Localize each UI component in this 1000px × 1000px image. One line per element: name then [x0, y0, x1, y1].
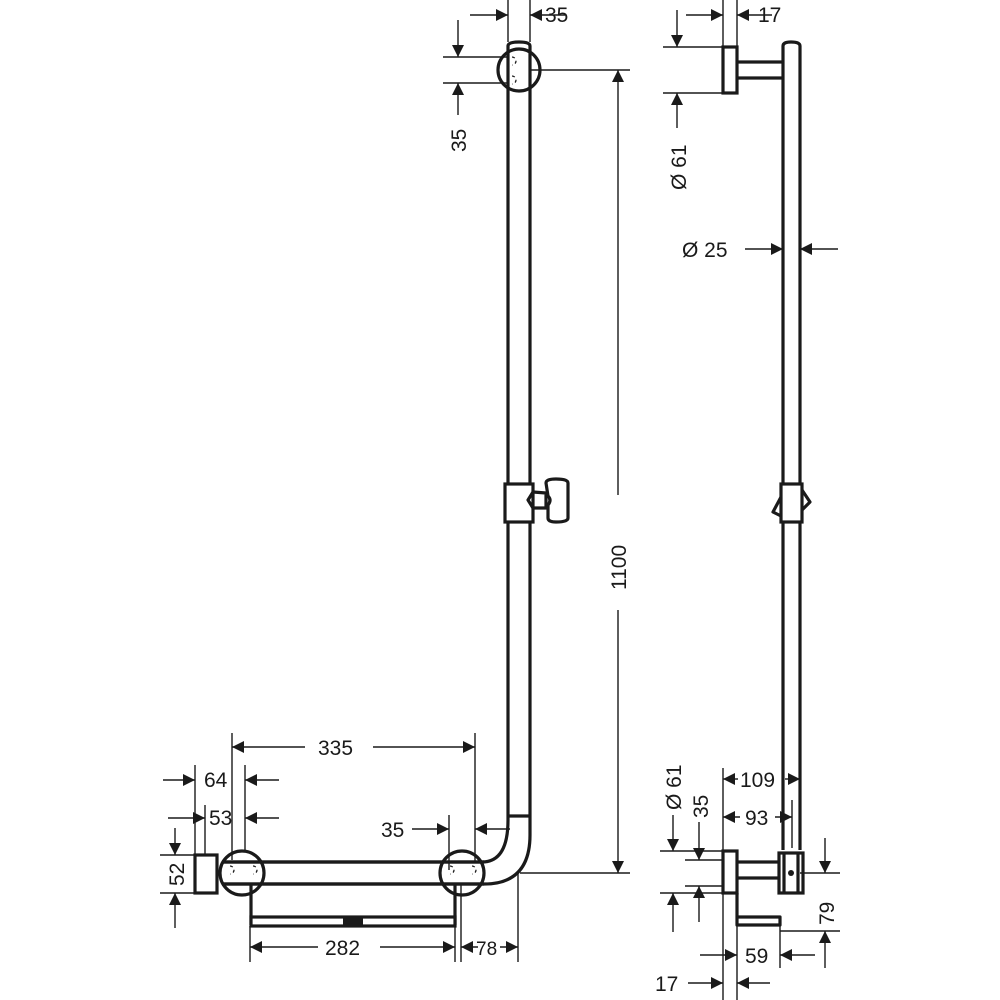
dim-top-flange-thickness: 17: [758, 4, 781, 27]
dim-wall-block-offset: 64: [204, 769, 228, 792]
side-view: 17 Ø 61 Ø 25 109 93 Ø 61 35 79: [655, 0, 840, 1000]
dim-top-tube-width: 35: [545, 4, 568, 27]
side-shelf: [735, 893, 782, 927]
dim-wall-block-height: 52: [166, 863, 189, 886]
shower-holder: [544, 477, 570, 524]
screw-hidden: [229, 865, 477, 875]
right-flange: [438, 849, 486, 897]
front-view: 35 35 1100 335 64 53 35 5: [160, 0, 631, 962]
bottom-arm: [737, 860, 780, 880]
screw-hidden: [511, 56, 517, 85]
dim-horizontal-span: 335: [318, 737, 353, 760]
dim-bend-offset: 78: [476, 939, 497, 960]
dim-bottom-flange-thickness: 17: [655, 973, 678, 996]
left-flange: [218, 849, 266, 897]
dim-bottom-projection-inner: 93: [745, 807, 768, 830]
dim-flange-offset: 53: [209, 807, 232, 830]
dim-shelf-depth: 59: [745, 945, 768, 968]
dim-bottom-flange-diameter: Ø 61: [663, 764, 686, 810]
dim-top-flange-height: 35: [448, 129, 471, 152]
vertical-rail: [222, 40, 532, 886]
top-arm: [737, 60, 783, 80]
connector-screw: [788, 870, 794, 876]
dim-top-flange-diameter: Ø 61: [668, 144, 691, 190]
dim-shelf-width: 282: [325, 937, 360, 960]
dim-bottom-projection-total: 109: [740, 769, 775, 792]
side-slider: [779, 482, 804, 524]
bottom-wall-disc: [721, 849, 739, 895]
top-wall-disc: [721, 45, 739, 95]
wall-block: [193, 853, 219, 895]
dim-bottom-tube-height: 35: [690, 795, 713, 818]
dim-overall-height: 1100: [608, 545, 631, 590]
slider-clamp: [771, 489, 812, 518]
dim-shelf-drop: 79: [816, 902, 839, 925]
dim-right-flange-width: 35: [381, 819, 404, 842]
dim-tube-diameter: Ø 25: [682, 239, 728, 262]
slider-joint: [526, 490, 548, 510]
shelf-drain: [343, 916, 363, 927]
side-rail: [781, 40, 802, 850]
